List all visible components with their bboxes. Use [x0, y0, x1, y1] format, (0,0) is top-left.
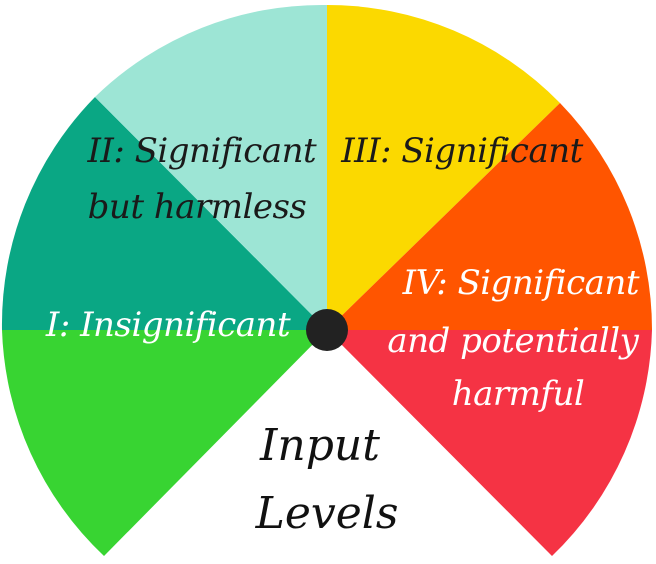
wedge-level-4-red [327, 330, 652, 556]
level-1-label: I: Insignificant [45, 305, 291, 345]
wedge-level-4-orange [327, 103, 653, 330]
level-3-label: III: Significant [340, 131, 583, 171]
gauge-title: Input Levels [255, 420, 399, 539]
wedge-level-2-light [95, 4, 327, 330]
gauge-hub [306, 309, 348, 351]
wedge-level-2-dark [1, 97, 328, 330]
level-4-label: IV: Significant and potentially harmful [387, 263, 649, 414]
level-2-label: II: Significant but harmless [87, 131, 327, 227]
wedge-level-3-yellow [327, 4, 560, 331]
wedge-level-1-green [2, 330, 327, 556]
